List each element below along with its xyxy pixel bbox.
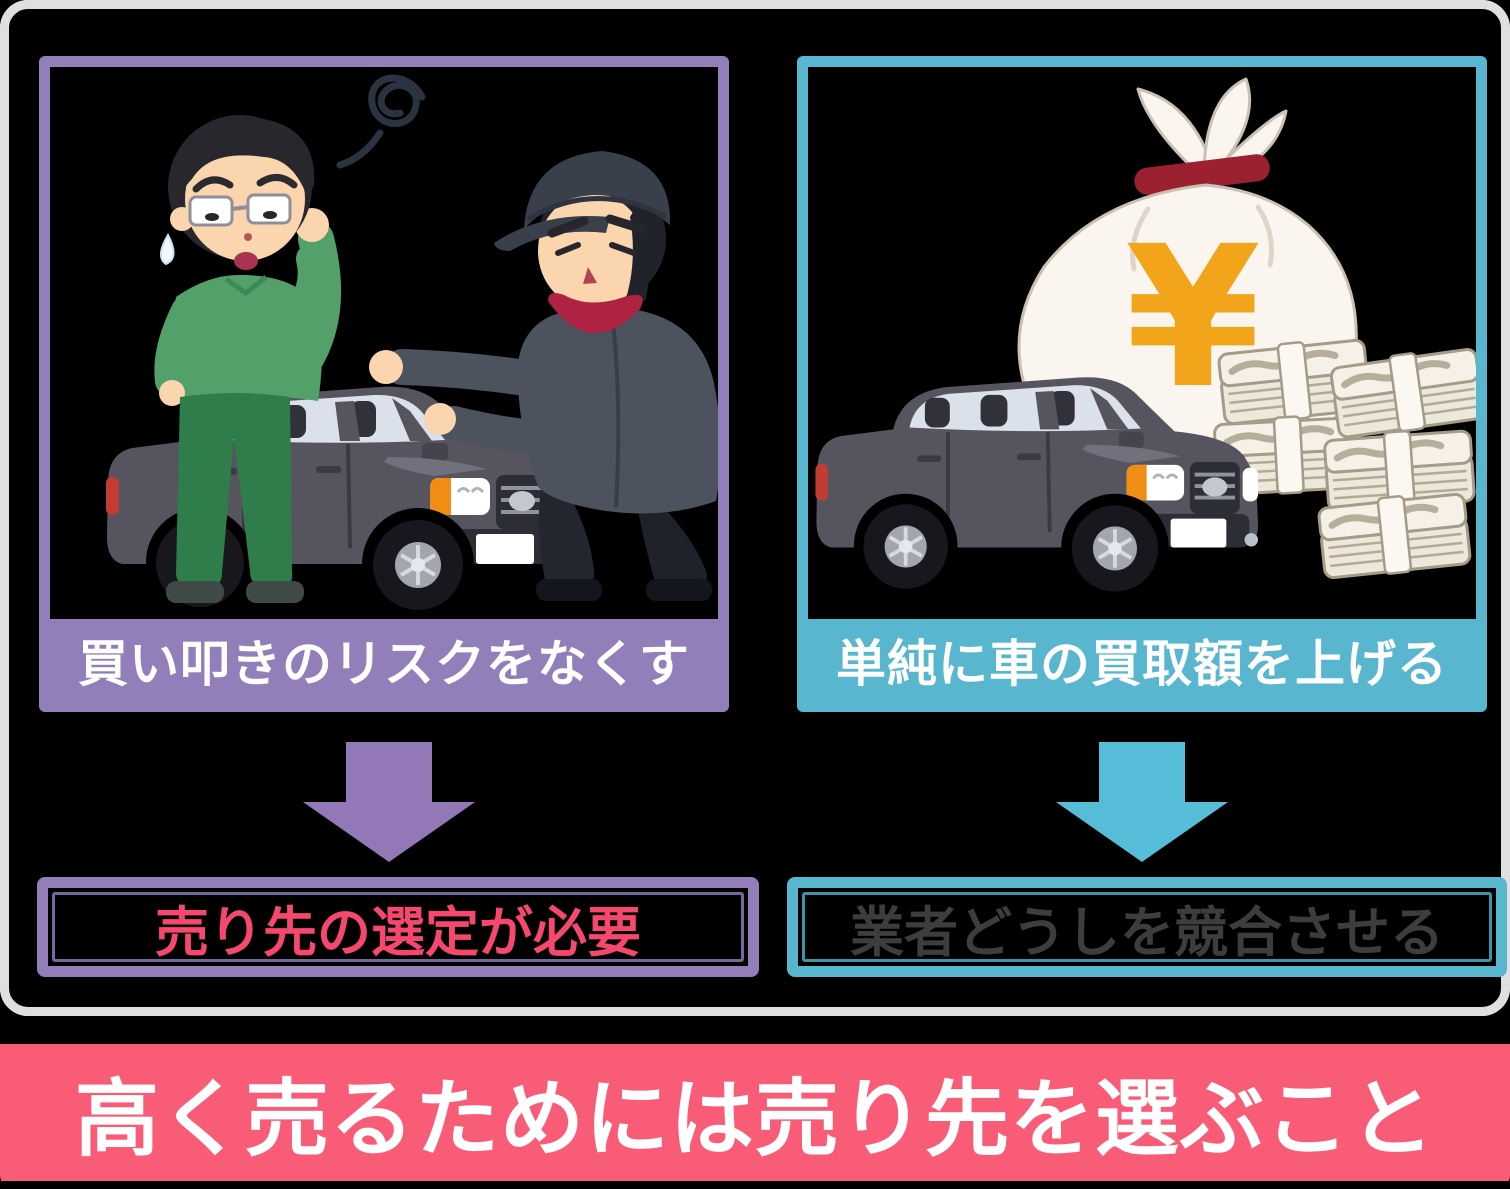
lowball-scene-svg [104, 74, 718, 619]
down-arrow-teal-icon [1056, 742, 1228, 862]
panel-lowball-risk: 買い叩きのリスクをなくす [39, 56, 729, 712]
conclusion-banner: 高く売るためには売り先を選ぶこと [0, 1044, 1510, 1181]
result-box-select-buyer: 売り先の選定が必要 [37, 877, 759, 977]
panel-raise-price: ¥ 単純に車の買取額を上げる [797, 56, 1487, 712]
cap-icon [524, 151, 671, 229]
caption-lowball-risk: 買い叩きのリスクをなくす [50, 619, 718, 701]
outer-frame-corners: 買い叩きのリスクをなくす [0, 0, 1510, 1016]
lowball-negotiation-illustration [50, 67, 718, 619]
worried-eyebrows [192, 174, 298, 193]
glasses-icon [188, 193, 292, 227]
caption-raise-price: 単純に車の買取額を上げる [808, 619, 1476, 701]
content-frame: 買い叩きのリスクをなくす [0, 0, 1510, 1016]
car-money-illustration: ¥ [808, 67, 1476, 619]
result-text-select-buyer: 売り先の選定が必要 [155, 902, 641, 963]
conclusion-banner-text: 高く売るためには売り先を選ぶこと [74, 1072, 1435, 1166]
down-arrow-purple-icon [303, 742, 475, 862]
worried-seller-illustration [154, 115, 341, 603]
car-money-scene-svg: ¥ [813, 77, 1476, 604]
shady-dealer-illustration [369, 151, 718, 601]
frustration-squiggle-icon [336, 74, 426, 169]
result-text-make-dealers-compete: 業者どうしを競合させる [850, 902, 1444, 963]
sweat-drop-icon [160, 232, 175, 266]
result-box-make-dealers-compete: 業者どうしを競合させる [787, 877, 1507, 977]
angry-eyebrows [547, 214, 647, 238]
